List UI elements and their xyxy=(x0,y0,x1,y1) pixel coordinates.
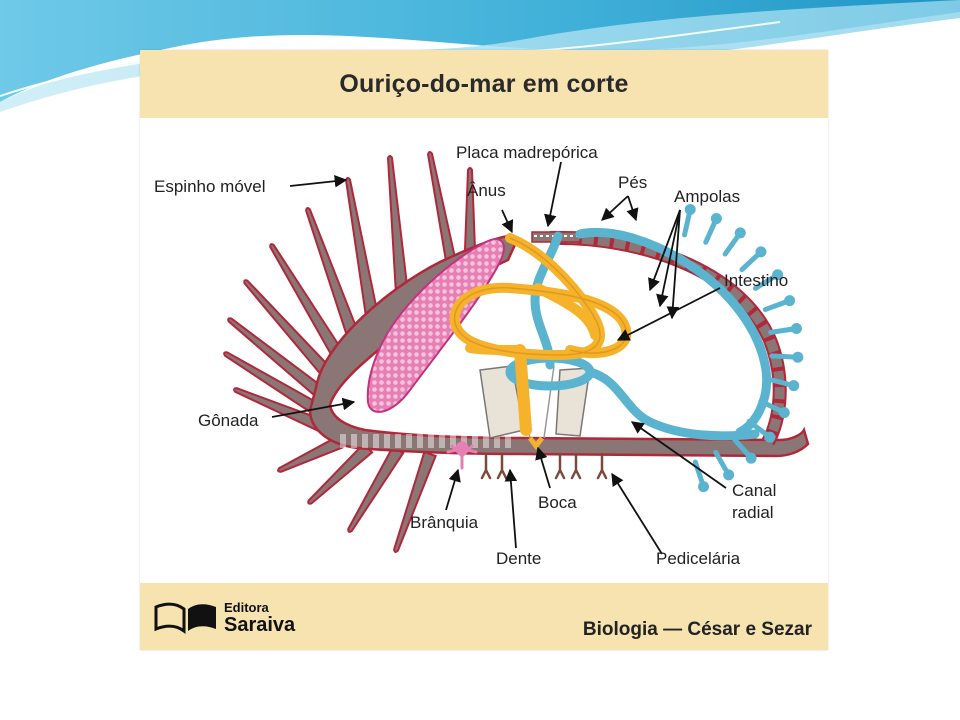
label-radial: radial xyxy=(732,503,774,522)
label-dente: Dente xyxy=(496,549,541,568)
label-pes: Pés xyxy=(618,173,647,192)
spine xyxy=(243,279,336,382)
figure-panel: Ouriço-do-mar em corte xyxy=(140,50,828,650)
spine xyxy=(393,450,437,553)
publisher-line1: Editora xyxy=(224,600,269,615)
gill xyxy=(446,441,478,470)
spine xyxy=(386,155,410,296)
movable-spines xyxy=(223,151,478,553)
spine xyxy=(305,207,361,342)
label-anus: Ânus xyxy=(467,181,506,200)
spine xyxy=(223,351,323,417)
label-boca: Boca xyxy=(538,493,577,512)
spine xyxy=(227,317,328,401)
label-intestino: Intestino xyxy=(724,271,788,290)
label-gonada: Gônada xyxy=(198,411,259,430)
label-canal: Canal xyxy=(732,481,776,500)
label-branquia: Brânquia xyxy=(410,513,479,532)
label-ampolas: Ampolas xyxy=(674,187,740,206)
spine xyxy=(345,177,380,319)
spine xyxy=(277,435,344,473)
leader-arrows xyxy=(271,161,727,555)
figure-title: Ouriço-do-mar em corte xyxy=(339,69,629,98)
publisher-name: Editora Saraiva xyxy=(224,601,295,635)
book-logo-icon xyxy=(154,602,216,634)
publisher-line2: Saraiva xyxy=(224,614,296,636)
footer-band: Editora Saraiva Biologia — César e Sezar xyxy=(140,583,828,650)
water-vascular-system xyxy=(505,203,804,493)
mouth xyxy=(528,436,544,451)
spine xyxy=(233,387,326,433)
spine xyxy=(269,243,347,363)
label-pedicelaria: Pedicelária xyxy=(656,549,741,568)
spine xyxy=(347,445,405,533)
spine xyxy=(307,442,374,505)
aristotle-lantern xyxy=(479,365,591,439)
label-placa-madreporica: Placa madrepórica xyxy=(456,143,598,162)
label-espinho-movel: Espinho móvel xyxy=(154,177,266,196)
book-credit: Biologia — César e Sezar xyxy=(582,619,812,640)
sea-urchin-diagram: Espinho móvel Placa madrepórica Ânus Pés… xyxy=(154,143,810,568)
title-band: Ouriço-do-mar em corte xyxy=(140,50,828,118)
